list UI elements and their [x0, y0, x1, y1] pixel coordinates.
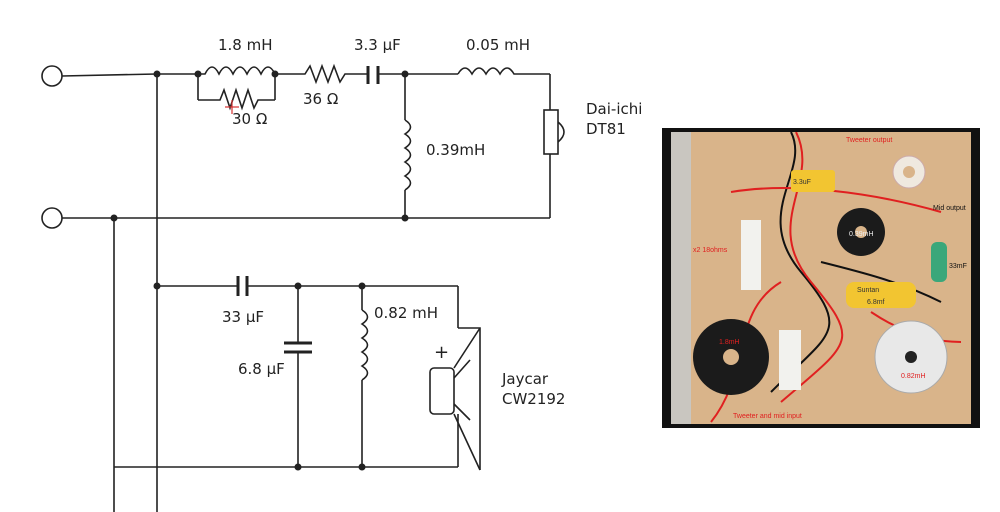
crossover-photo: Tweeter output 3.3uF 0.39mH Mid output x… — [671, 132, 971, 424]
photo-cap-3-3uf — [791, 170, 835, 192]
photo-label-resistors: x2 18ohms — [693, 247, 728, 254]
photo-label-coil-0-39mh: 0.39mH — [849, 231, 874, 238]
label-tweeter-name-1: Dai-ichi — [586, 100, 642, 118]
junction-dots — [110, 70, 409, 471]
label-inductor-0-82mh: 0.82 mH — [374, 304, 438, 322]
photo-resistor-2 — [779, 330, 801, 390]
label-resistor-30ohm: 30 Ω — [232, 110, 267, 128]
input-terminal-positive — [41, 65, 63, 87]
schematic-wires — [61, 63, 565, 512]
label-woofer-name-2: CW2192 — [502, 390, 565, 408]
photo-illustration: Tweeter output 3.3uF 0.39mH Mid output x… — [671, 132, 971, 424]
crossover-schematic: 1.8 mH 30 Ω 36 Ω 3.3 µF 0.05 mH 0.39mH D… — [41, 36, 642, 512]
photo-label-cap-6-8: 6.8mf — [867, 299, 885, 306]
photo-label-coil-0-82: 0.82mH — [901, 373, 926, 380]
photo-label-cap-3-3uf: 3.3uF — [793, 179, 811, 186]
photo-label-brand: Suntan — [857, 287, 879, 294]
input-terminal-negative — [41, 207, 63, 229]
photo-cap-33uf — [931, 242, 947, 282]
label-resistor-36ohm: 36 Ω — [303, 90, 338, 108]
label-capacitor-6-8uf: 6.8 µF — [238, 360, 285, 378]
label-woofer-name-1: Jaycar — [501, 370, 549, 388]
cursor-marker — [225, 100, 239, 114]
photo-label-input: Tweeter and mid input — [733, 413, 802, 420]
photo-label-tweeter-output: Tweeter output — [846, 137, 892, 144]
label-polarity-plus: + — [434, 342, 449, 363]
label-inductor-1-8mh: 1.8 mH — [218, 36, 273, 54]
label-inductor-0-39mh: 0.39mH — [426, 141, 485, 159]
label-inductor-0-05mh: 0.05 mH — [466, 36, 530, 54]
label-capacitor-3-3uf: 3.3 µF — [354, 36, 401, 54]
label-tweeter-name-2: DT81 — [586, 120, 626, 138]
photo-label-cap-33: 33mF — [949, 263, 967, 270]
crossover-photo-frame: Tweeter output 3.3uF 0.39mH Mid output x… — [662, 128, 980, 428]
photo-cap-6-8uf — [846, 282, 916, 308]
photo-resistor-1 — [741, 220, 761, 290]
photo-label-coil-1-8: 1.8mH — [719, 339, 740, 346]
label-capacitor-33uf: 33 µF — [222, 308, 264, 326]
photo-label-mid-output: Mid output — [933, 205, 966, 212]
